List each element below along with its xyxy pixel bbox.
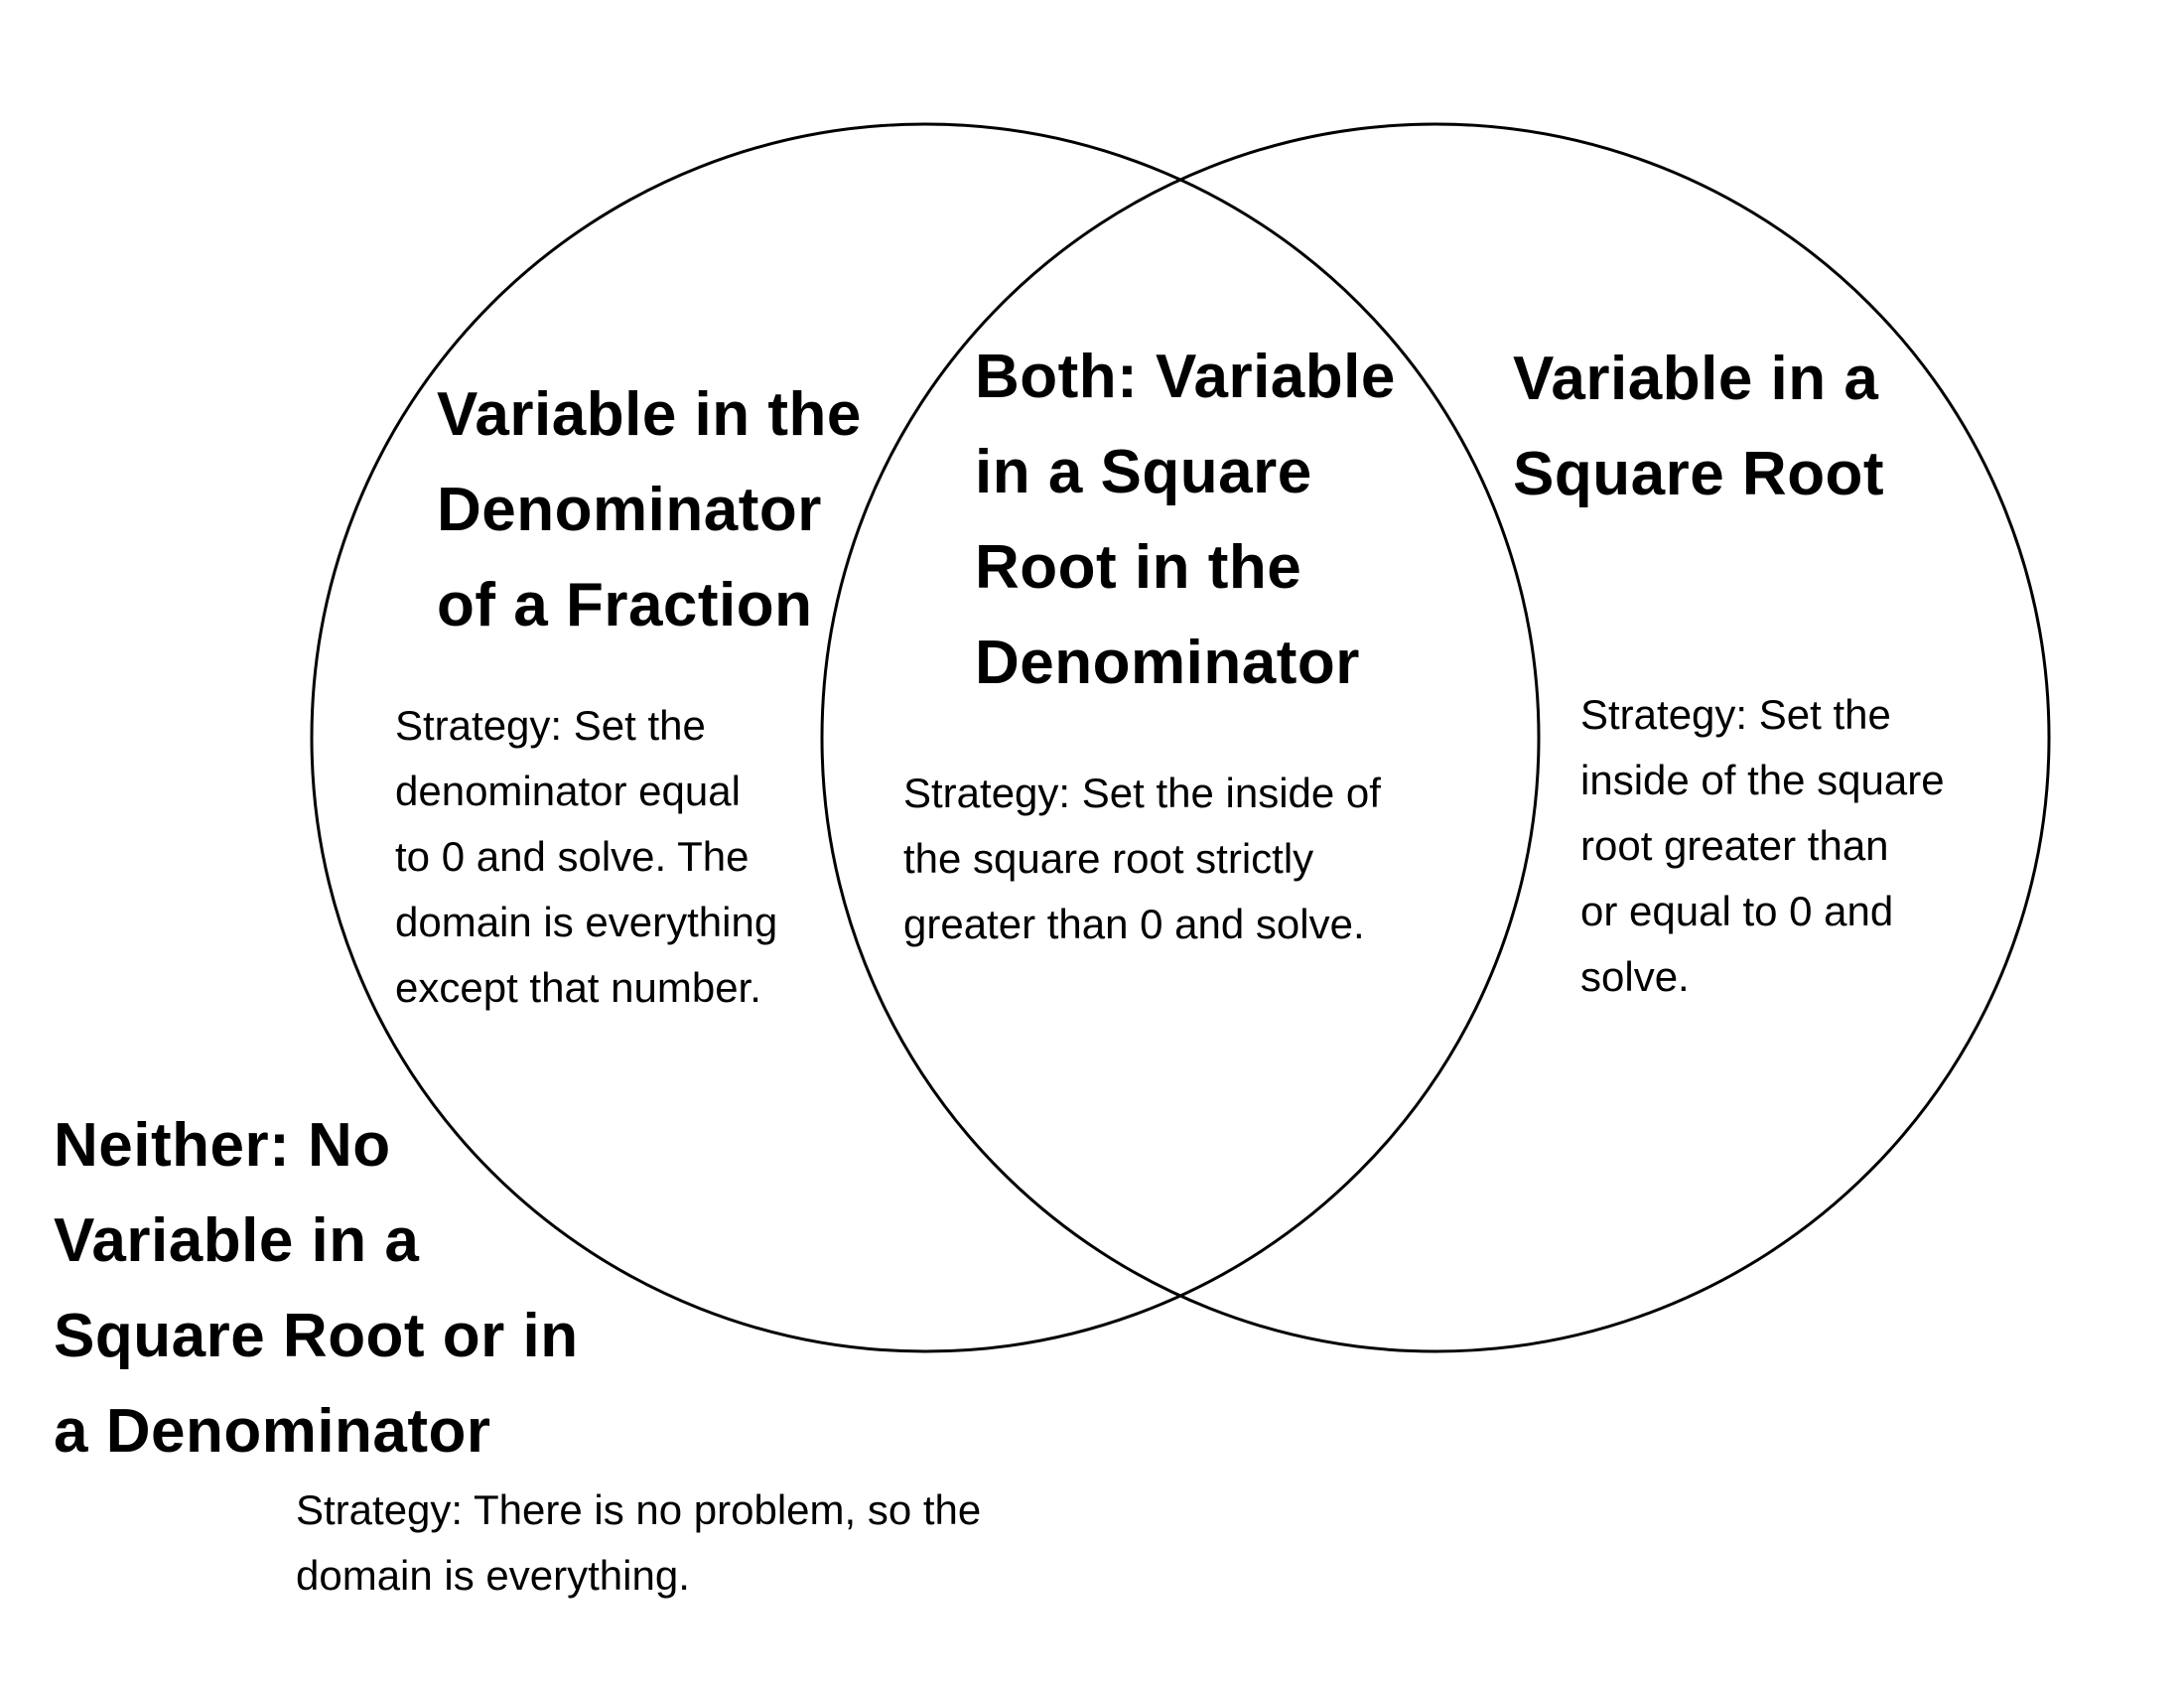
outside-strategy: Strategy: There is no problem, so the do… (296, 1486, 982, 1599)
outside-heading: Neither: No Variable in a Square Root or… (54, 1111, 579, 1466)
intersection-strategy: Strategy: Set the inside of the square r… (903, 770, 1381, 947)
intersection-heading: Both: Variable in a Square Root in the D… (975, 343, 1396, 697)
left-set-strategy: Strategy: Set the denominator equal to 0… (395, 702, 778, 1011)
left-set-heading: Variable in the Denominator of a Fractio… (437, 380, 862, 639)
right-set-strategy: Strategy: Set the inside of the square r… (1580, 691, 1945, 1000)
right-set-heading: Variable in a Square Root (1513, 345, 1885, 508)
left-circle (310, 122, 1541, 1353)
right-circle (820, 122, 2051, 1353)
